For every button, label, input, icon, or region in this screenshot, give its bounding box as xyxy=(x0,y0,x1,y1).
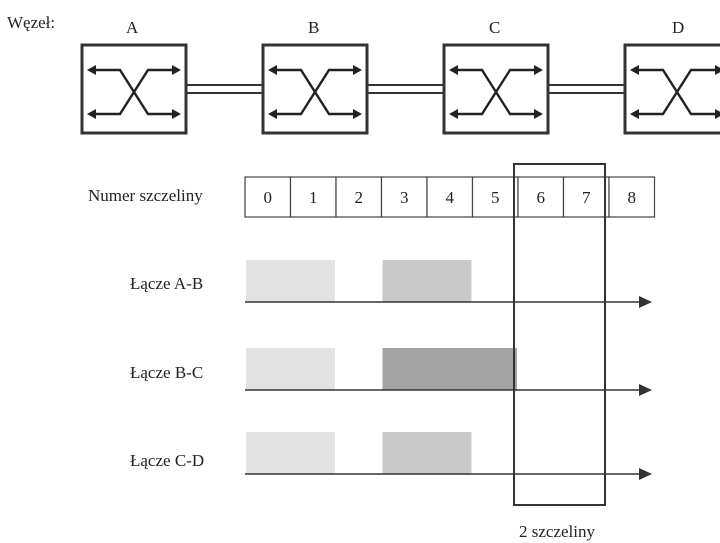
node-header-label: Węzeł: xyxy=(7,13,56,32)
slot-cell-1: 1 xyxy=(289,176,337,218)
slot-number: 7 xyxy=(582,188,591,207)
highlight-layer xyxy=(513,163,606,506)
link-timelines xyxy=(245,260,652,480)
arrow-tip-icon xyxy=(449,109,458,119)
slot-cell-6: 6 xyxy=(517,176,565,218)
link-label-a-b: Łącze A-B xyxy=(130,274,204,293)
axis-arrow-icon xyxy=(639,384,652,396)
slot-cell-4: 4 xyxy=(426,176,474,218)
burst-light-0 xyxy=(246,260,335,302)
slot-number: 2 xyxy=(355,188,364,207)
arrow-tip-icon xyxy=(87,109,96,119)
highlight-frame xyxy=(513,163,606,506)
arrow-tip-icon xyxy=(449,65,458,75)
switch-path-up xyxy=(277,68,353,116)
arrow-tip-icon xyxy=(630,65,639,75)
link-timeline-1 xyxy=(245,348,652,396)
switch-node-c xyxy=(442,43,550,135)
slot-cell-7: 7 xyxy=(562,176,610,218)
slot-cell-5: 5 xyxy=(471,176,519,218)
node-link-a-b xyxy=(186,84,263,94)
arrow-tip-icon xyxy=(172,109,181,119)
arrow-tip-icon xyxy=(268,109,277,119)
link-label-b-c: Łącze B-C xyxy=(130,363,204,382)
switch-path-up xyxy=(96,68,172,116)
link-timeline-0 xyxy=(245,260,652,308)
arrow-tip-icon xyxy=(534,65,543,75)
arrow-tip-icon xyxy=(172,65,181,75)
slot-grid: 0 1 2 3 4 5 6 7 8 xyxy=(244,176,656,218)
arrow-tip-icon xyxy=(268,65,277,75)
arrow-tip-icon xyxy=(715,109,720,119)
node-label-d: D xyxy=(672,18,685,37)
burst-medium-1 xyxy=(382,260,472,302)
arrow-tip-icon xyxy=(353,65,362,75)
axis-arrow-icon xyxy=(639,468,652,480)
slot-cell-0: 0 xyxy=(244,176,292,218)
axis-arrow-icon xyxy=(639,296,652,308)
slot-cell-2: 2 xyxy=(335,176,383,218)
node-label-a: A xyxy=(126,18,139,37)
slot-number: 4 xyxy=(446,188,455,207)
burst-light-0 xyxy=(246,432,335,474)
node-link-c-d xyxy=(548,84,625,94)
node-label-c: C xyxy=(489,18,501,37)
slot-number: 5 xyxy=(491,188,500,207)
arrow-tip-icon xyxy=(87,65,96,75)
switch-node-b xyxy=(261,43,369,135)
arrow-tip-icon xyxy=(534,109,543,119)
switch-path-up xyxy=(639,68,715,116)
slot-number: 8 xyxy=(628,188,637,207)
slot-number: 0 xyxy=(264,188,273,207)
arrow-tip-icon xyxy=(630,109,639,119)
switch-node-a xyxy=(80,43,188,135)
switch-path-up xyxy=(458,68,534,116)
link-label-c-d: Łącze C-D xyxy=(130,451,205,470)
node-label-b: B xyxy=(308,18,320,37)
switch-node-d xyxy=(623,43,720,135)
burst-light-0 xyxy=(246,348,335,390)
slot-number: 6 xyxy=(537,188,546,207)
arrow-tip-icon xyxy=(715,65,720,75)
burst-medium-1 xyxy=(382,432,472,474)
burst-dark-1 xyxy=(382,348,517,390)
node-layer xyxy=(80,43,720,135)
node-link-b-c xyxy=(367,84,444,94)
highlight-label: 2 szczeliny xyxy=(519,522,595,541)
slot-number: 3 xyxy=(400,188,409,207)
arrow-tip-icon xyxy=(353,109,362,119)
slot-cell-8: 8 xyxy=(608,176,656,218)
link-timeline-2 xyxy=(245,432,652,480)
slot-number: 1 xyxy=(309,188,318,207)
slot-row-label: Numer szczeliny xyxy=(88,186,203,205)
slot-cell-3: 3 xyxy=(380,176,428,218)
